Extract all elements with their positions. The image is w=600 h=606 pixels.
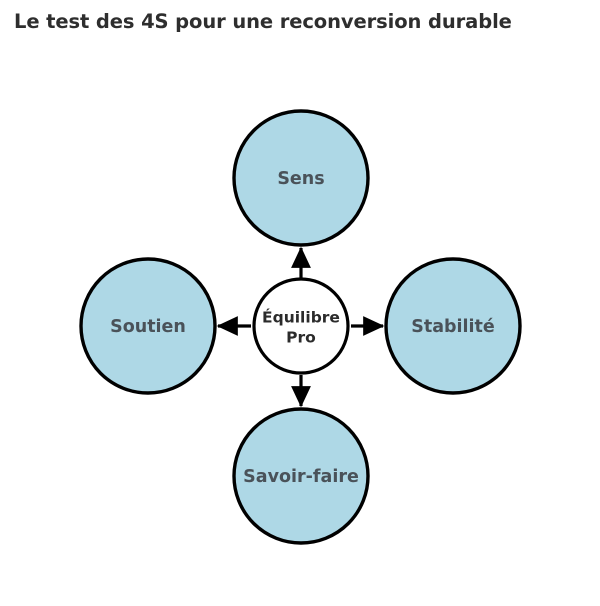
page-title: Le test des 4S pour une reconversion dur…: [14, 10, 512, 33]
node-stabilite[interactable]: Stabilité: [384, 257, 522, 395]
node-savoir-faire-circle[interactable]: [232, 407, 370, 545]
node-soutien[interactable]: Soutien: [79, 257, 217, 395]
node-sens-label: Sens: [277, 169, 324, 189]
node-savoir-faire[interactable]: Savoir-faire: [232, 407, 370, 545]
node-stabilite-circle[interactable]: [384, 257, 522, 395]
node-center-label-line1: Équilibre: [262, 308, 340, 327]
node-center-equilibre-pro[interactable]: Équilibre Pro: [252, 277, 350, 375]
node-soutien-label: Soutien: [110, 317, 186, 337]
node-sens[interactable]: Sens: [232, 109, 370, 247]
node-stabilite-label: Stabilité: [411, 317, 495, 337]
node-sens-circle[interactable]: [232, 109, 370, 247]
node-savoir-faire-label: Savoir-faire: [243, 467, 359, 487]
node-center-label-line2: Pro: [286, 329, 316, 347]
node-center-circle[interactable]: [252, 277, 350, 375]
node-soutien-circle[interactable]: [79, 257, 217, 395]
arrow-group: [216, 246, 385, 408]
